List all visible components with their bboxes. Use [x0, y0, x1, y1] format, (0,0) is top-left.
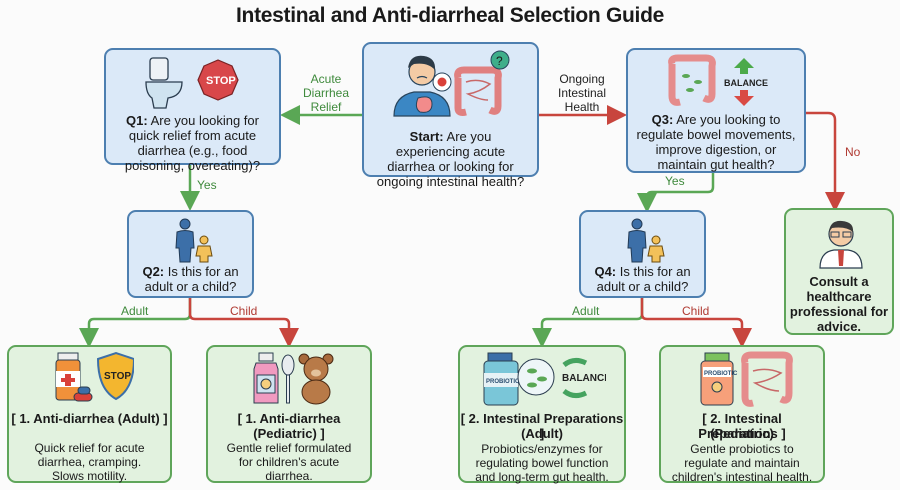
- svg-text:BALANCE: BALANCE: [724, 78, 768, 88]
- adult-child-icon: [627, 218, 665, 263]
- syrup-bottle-icon: [253, 352, 279, 404]
- edge-label-q3-no: No: [845, 145, 861, 159]
- probiotic-bottle-icon: PROBIOTIC: [483, 352, 520, 406]
- result-subtitle: (Pediatric): [710, 426, 774, 441]
- result-anti-diarrhea-pediatric: [ 1. Anti-diarrhea (Pediatric) ] Gentle …: [206, 345, 372, 483]
- result-desc: Probiotics/enzymes for regulating bowel …: [475, 442, 609, 484]
- start-question: Start: Are you experiencing acute diarrh…: [376, 129, 525, 189]
- toilet-icon: [145, 57, 183, 109]
- result-title: [ 1. Anti-diarrhea (Pediatric) ]: [237, 411, 341, 441]
- kids-probiotic-bottle-icon: PROBIOTIC: [700, 352, 738, 406]
- stomach-icon: [415, 96, 433, 113]
- q2-question: Q2: Is this for an adult or a child?: [142, 264, 239, 294]
- svg-text:PROBIOTIC: PROBIOTIC: [704, 371, 738, 377]
- adult-child-icon: [175, 218, 213, 263]
- edge-label-q1-yes: Yes: [197, 178, 217, 192]
- edge-label-q2-child: Child: [230, 304, 258, 318]
- medicine-bottle-icon: [55, 352, 81, 401]
- edge-label-q2-adult: Adult: [121, 304, 149, 318]
- q3-node: BALANCE Q3: Are you looking to regulate …: [626, 48, 806, 173]
- result-title: [ 1. Anti-diarrhea (Adult) ]: [11, 411, 168, 426]
- svg-text:BALANCE: BALANCE: [562, 373, 606, 384]
- result-desc: Gentle relief formulated for children's …: [226, 441, 352, 483]
- svg-text:?: ?: [496, 54, 503, 68]
- q1-node: STOP Q1: Are you looking for quick relie…: [104, 48, 281, 173]
- consult-node: Consult a healthcare professional for ad…: [784, 208, 894, 335]
- consult-text: Consult a healthcare professional for ad…: [789, 274, 889, 334]
- edge-q2-child: [188, 296, 299, 348]
- edge-q3-yes: [637, 172, 715, 213]
- result-title: [ 2. Intestinal Preparations ]: [698, 411, 786, 441]
- result-anti-diarrhea-adult: STOP [ 1. Anti-diarrhea (Adult) ] Quick …: [7, 345, 172, 483]
- intestine-bacteria-icon: [668, 54, 716, 106]
- result-subtitle: (Adult): [521, 426, 563, 441]
- sick-person-icon: ?: [393, 50, 510, 117]
- q1-question: Q1: Are you looking for quick relief fro…: [124, 113, 261, 173]
- result-desc: Gentle probiotics to regulate and mainta…: [671, 442, 813, 484]
- edge-q3-no: [805, 111, 845, 212]
- q3-question: Q3: Are you looking to regulate bowel mo…: [636, 112, 796, 172]
- stop-sign-icon: STOP: [197, 59, 239, 101]
- q4-question: Q4: Is this for an adult or a child?: [594, 264, 691, 294]
- balance-arrows-icon: BALANCE: [724, 58, 768, 106]
- stop-shield-icon: STOP: [96, 351, 134, 401]
- edge-label-q4-child: Child: [682, 304, 710, 318]
- intestine-question-icon: ?: [454, 50, 510, 116]
- svg-text:PROBIOTIC: PROBIOTIC: [486, 379, 520, 385]
- balance-arrows-icon: BALANCE: [562, 357, 606, 399]
- page-title: Intestinal and Anti-diarrheal Selection …: [236, 4, 664, 27]
- start-node: ? Start: Are you experiencing acute diar…: [362, 42, 539, 189]
- edge-label-acute: Acute Diarrhea Relief: [302, 72, 350, 114]
- doctor-icon: [819, 220, 863, 269]
- q2-node: Q2: Is this for an adult or a child?: [127, 210, 254, 298]
- result-desc: Quick relief for acute diarrhea, crampin…: [34, 441, 145, 483]
- pills-icon: [73, 386, 93, 402]
- svg-text:STOP: STOP: [104, 371, 131, 382]
- edge-q4-child: [640, 296, 752, 348]
- edge-label-q4-adult: Adult: [572, 304, 600, 318]
- edge-label-ongoing: Ongoing Intestinal Health: [557, 72, 607, 114]
- bacteria-bubble-icon: [517, 358, 555, 396]
- edge-label-q3-yes: Yes: [665, 174, 685, 188]
- svg-text:STOP: STOP: [206, 75, 236, 87]
- result-intestinal-adult: PROBIOTIC BALANCE [ 2. Intestinal Prepar…: [458, 345, 626, 484]
- spoon-icon: [281, 354, 295, 404]
- result-intestinal-pediatric: PROBIOTIC [ 2. Intestinal Preparations ]…: [659, 345, 825, 484]
- teddy-bear-icon: [298, 353, 334, 405]
- q4-node: Q4: Is this for an adult or a child?: [579, 210, 706, 298]
- result-title: [ 2. Intestinal Preparations ]: [460, 411, 624, 441]
- intestine-icon: [741, 351, 793, 407]
